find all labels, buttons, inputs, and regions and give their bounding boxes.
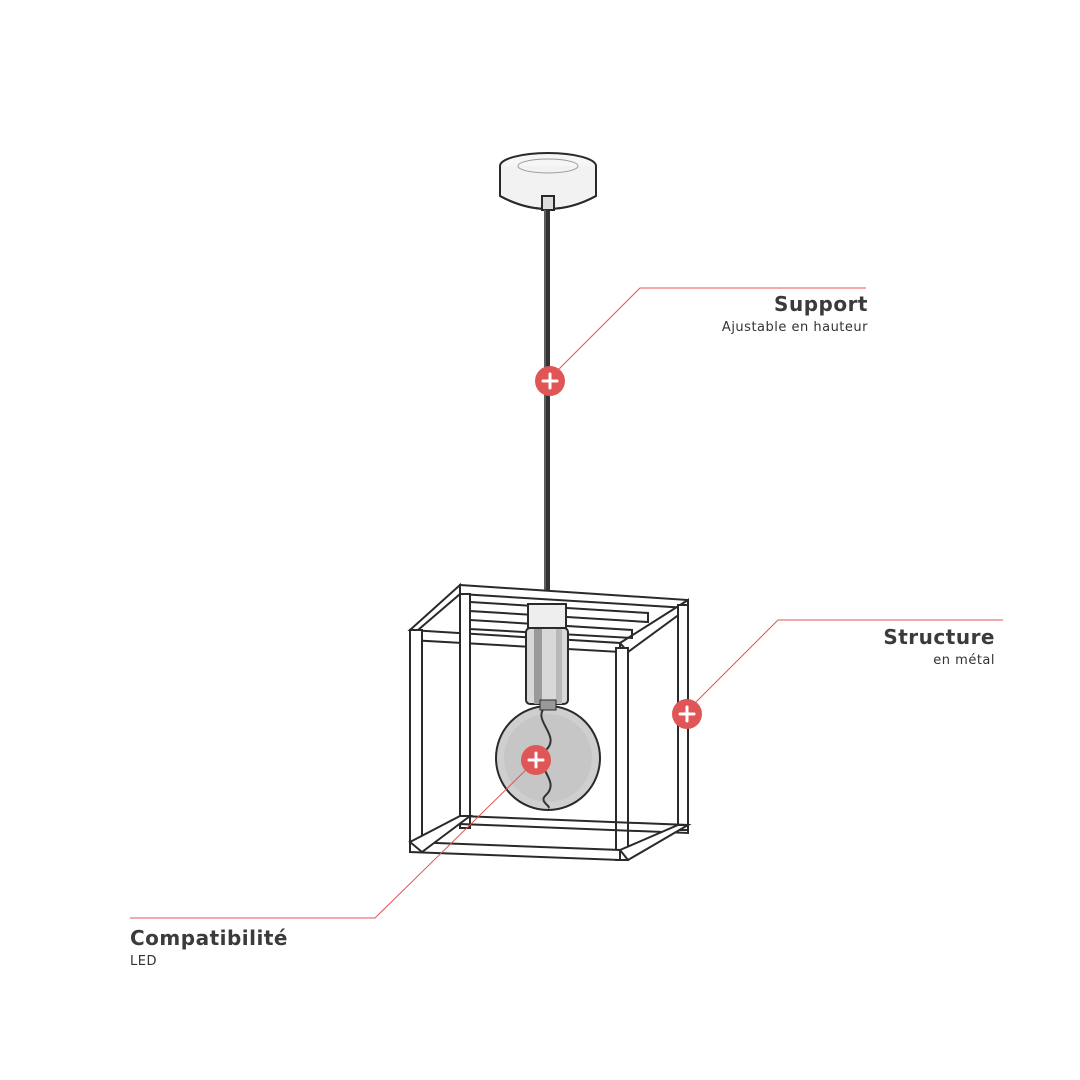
plus-icon bbox=[541, 372, 559, 390]
hotspot-support[interactable] bbox=[535, 366, 565, 396]
structure-callout-line bbox=[685, 619, 1003, 713]
hotspot-structure[interactable] bbox=[672, 699, 702, 729]
support-title: Support bbox=[774, 292, 868, 316]
ceiling-canopy bbox=[499, 152, 597, 211]
support-callout-line bbox=[549, 287, 866, 379]
compatibility-label: Compatibilité LED bbox=[130, 926, 288, 969]
plus-icon bbox=[678, 705, 696, 723]
callout-lines bbox=[130, 287, 1003, 919]
lamp-socket bbox=[525, 603, 569, 705]
structure-subtitle: en métal bbox=[933, 653, 995, 668]
support-subtitle: Ajustable en hauteur bbox=[721, 320, 868, 335]
structure-title: Structure bbox=[883, 625, 995, 649]
structure-label: Structure en métal bbox=[883, 625, 995, 668]
compatibility-subtitle: LED bbox=[130, 954, 157, 969]
plus-icon bbox=[527, 751, 545, 769]
hotspot-compat[interactable] bbox=[521, 745, 551, 775]
compatibility-title: Compatibilité bbox=[130, 926, 288, 950]
suspension-cord bbox=[544, 210, 550, 590]
compat-callout-line bbox=[130, 761, 535, 919]
support-label: Support Ajustable en hauteur bbox=[722, 292, 868, 335]
